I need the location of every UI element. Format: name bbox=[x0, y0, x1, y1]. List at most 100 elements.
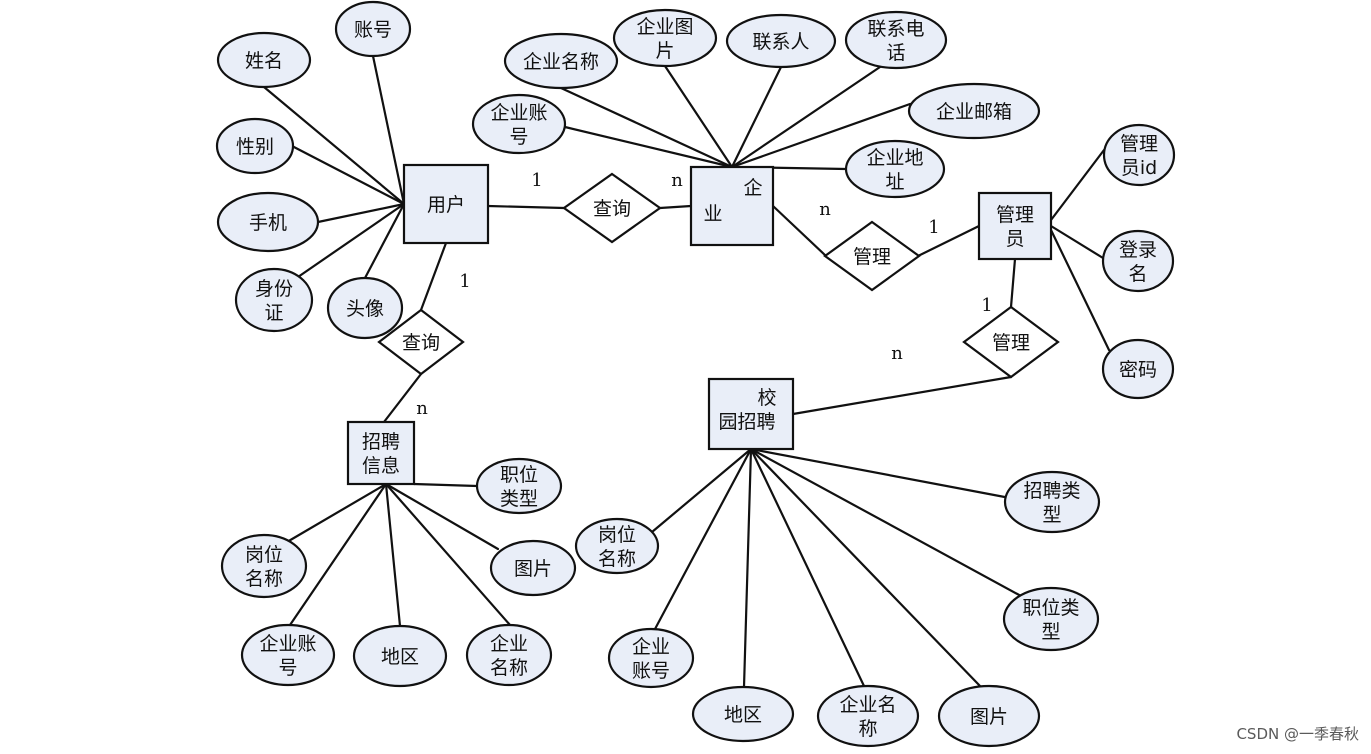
connector-line bbox=[486, 204, 566, 210]
user_idcard-label-line-1: 身份 bbox=[255, 278, 293, 300]
info_position-label-line-2: 名称 bbox=[245, 568, 283, 590]
connector-line bbox=[742, 447, 753, 689]
connector-line bbox=[730, 102, 912, 169]
admin-label-line-1: 管理 bbox=[996, 204, 1034, 226]
attribute-ellipse bbox=[326, 276, 404, 340]
ent_name-label-line-1: 企业名称 bbox=[523, 51, 599, 73]
admin-label-line-2: 员 bbox=[1005, 228, 1024, 250]
info_entname-label-line-2: 名称 bbox=[490, 657, 528, 679]
info_jobtype-label-line-1: 职位 bbox=[500, 464, 538, 486]
connector-line bbox=[730, 65, 882, 169]
connector-line bbox=[730, 65, 783, 169]
attribute-ellipse bbox=[1002, 586, 1100, 652]
relationship-diamond bbox=[823, 220, 921, 292]
connector-line bbox=[384, 482, 512, 627]
attribute-admin_login: 登录名 bbox=[1101, 229, 1175, 293]
connector-line bbox=[749, 447, 866, 688]
diagram-shapes: 用户企业管理员招聘信息校园招聘查询管理查询管理姓名账号性别手机身份证头像企业名称… bbox=[215, 0, 1176, 748]
watermark: CSDN @一季春秋 bbox=[1236, 725, 1359, 743]
ent_account-label-line-2: 号 bbox=[509, 126, 528, 148]
attribute-ent_email: 企业邮箱 bbox=[907, 82, 1041, 140]
attribute-ent_name: 企业名称 bbox=[503, 32, 619, 90]
campus_region-label-line-1: 地区 bbox=[724, 704, 762, 726]
info_account-label-line-2: 号 bbox=[278, 657, 297, 679]
attribute-ellipse bbox=[503, 32, 619, 90]
cardinality-campus_manage_campus: n bbox=[891, 343, 903, 364]
attribute-ellipse bbox=[691, 685, 795, 743]
attribute-ellipse bbox=[352, 624, 448, 688]
attribute-ellipse bbox=[1101, 338, 1175, 400]
connector-line bbox=[749, 447, 982, 688]
user_avatar-label-line-1: 头像 bbox=[346, 298, 384, 320]
attribute-ellipse bbox=[844, 10, 948, 70]
attribute-user_name: 姓名 bbox=[216, 31, 312, 89]
attribute-ent_contact: 联系人 bbox=[725, 13, 837, 69]
attribute-user_avatar: 头像 bbox=[326, 276, 404, 340]
info_account-label-line-1: 企业账 bbox=[259, 633, 316, 655]
info_image-label-line-1: 图片 bbox=[514, 558, 552, 580]
attribute-campus_image: 图片 bbox=[937, 684, 1041, 748]
relationship-query_user_enterprise: 查询 bbox=[562, 172, 662, 244]
attribute-user_account: 账号 bbox=[334, 0, 412, 58]
info_position-label-line-1: 岗位 bbox=[245, 544, 283, 566]
connector-line bbox=[653, 447, 753, 631]
ent_image-label-line-2: 片 bbox=[655, 40, 674, 62]
enterprise-label-line-1: 企 bbox=[743, 177, 762, 199]
attribute-ellipse bbox=[844, 139, 946, 199]
cardinality-ent_manage_ent: n bbox=[819, 199, 831, 220]
info_region-label-line-1: 地区 bbox=[381, 646, 419, 668]
user-label-line-1: 用户 bbox=[427, 194, 465, 216]
connector-line bbox=[316, 202, 406, 224]
query_user_info-label-line-1: 查询 bbox=[402, 332, 440, 354]
info_jobtype-label-line-2: 类型 bbox=[500, 488, 538, 510]
attribute-ellipse bbox=[216, 31, 312, 89]
cardinality-user_query_info_info: n bbox=[416, 398, 428, 419]
attribute-ellipse bbox=[216, 191, 320, 253]
attribute-ellipse bbox=[234, 267, 314, 333]
connector-line bbox=[382, 372, 423, 424]
attribute-ellipse bbox=[220, 533, 308, 599]
admin_login-label-line-2: 名 bbox=[1128, 263, 1147, 285]
connector-line bbox=[384, 482, 402, 628]
connector-line bbox=[285, 482, 388, 544]
campus_jobtype-label-line-1: 职位类 bbox=[1022, 597, 1079, 619]
attribute-campus_entname: 企业名称 bbox=[816, 684, 920, 748]
attribute-ellipse bbox=[215, 117, 295, 175]
connector-line bbox=[650, 447, 753, 534]
attribute-ellipse bbox=[334, 0, 412, 58]
campus_image-label-line-1: 图片 bbox=[970, 706, 1008, 728]
cardinality-campus_manage_admin: 1 bbox=[981, 295, 992, 316]
attribute-ellipse bbox=[465, 623, 553, 687]
attribute-user_idcard: 身份证 bbox=[234, 267, 314, 333]
relationship-manage_enterprise: 管理 bbox=[823, 220, 921, 292]
connector-line bbox=[384, 482, 500, 551]
connector-line bbox=[749, 447, 1012, 500]
attribute-info_image: 图片 bbox=[489, 539, 577, 597]
attribute-ellipse bbox=[471, 93, 567, 155]
entity-admin: 管理员 bbox=[977, 191, 1053, 261]
campus_entname-label-line-1: 企业名 bbox=[839, 694, 896, 716]
cardinality-user_query_info_user: 1 bbox=[459, 271, 470, 292]
attribute-ellipse bbox=[1101, 229, 1175, 293]
user_idcard-label-line-2: 证 bbox=[264, 302, 283, 324]
connector-line bbox=[1049, 148, 1106, 222]
ent_image-label-line-1: 企业图 bbox=[636, 16, 693, 38]
entity-box bbox=[402, 163, 490, 245]
attribute-info_region: 地区 bbox=[352, 624, 448, 688]
connector-line bbox=[1009, 257, 1017, 309]
connector-line bbox=[290, 144, 406, 206]
campus_account-label-line-1: 企业 bbox=[632, 636, 670, 658]
cardinality-user_query_ent_ent: n bbox=[671, 170, 683, 191]
manage_campus-label-line-1: 管理 bbox=[992, 332, 1030, 354]
attribute-admin_password: 密码 bbox=[1101, 338, 1175, 400]
entity-box bbox=[689, 165, 775, 247]
entity-enterprise: 企业 bbox=[689, 165, 775, 247]
attribute-campus_region: 地区 bbox=[691, 685, 795, 743]
